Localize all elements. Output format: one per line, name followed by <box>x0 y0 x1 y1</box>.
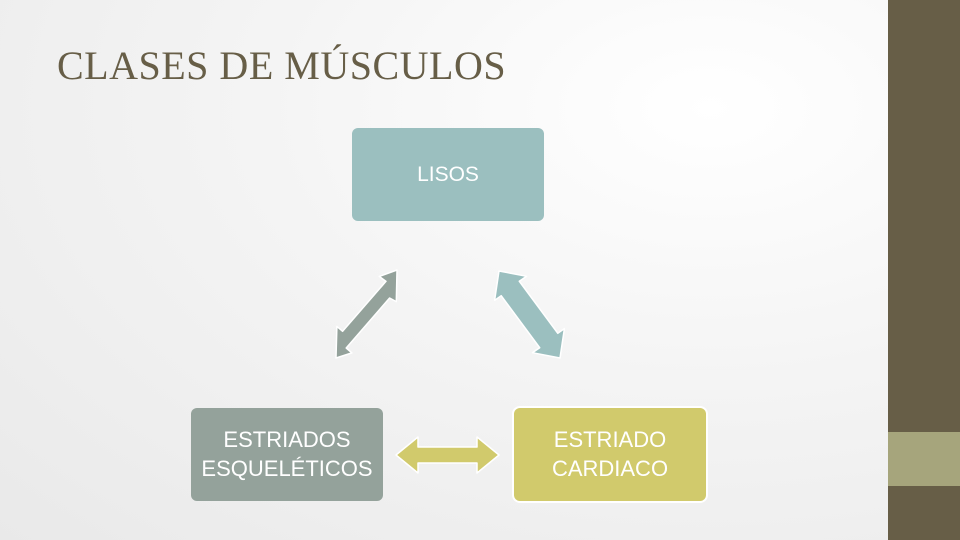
arrow-lisos-esqueleticos <box>335 269 398 359</box>
node-lisos: LISOS <box>352 128 544 221</box>
node-estriado-cardiaco-label: ESTRIADO CARDIACO <box>551 426 669 481</box>
arrow-lisos-cardiaco <box>493 270 566 359</box>
node-estriado-cardiaco: ESTRIADO CARDIACO <box>514 408 706 501</box>
slide-title: CLASES DE MÚSCULOS <box>57 43 507 88</box>
arrow-esqueleticos-cardiaco <box>395 436 500 474</box>
connector-arrows <box>335 269 566 474</box>
node-estriados-esqueleticos: ESTRIADOS ESQUELÉTICOS <box>191 408 383 501</box>
node-lisos-label: LISOS <box>417 162 479 186</box>
side-bar-accent <box>888 432 960 486</box>
node-estriados-esqueleticos-label: ESTRIADOS ESQUELÉTICOS <box>201 426 373 481</box>
